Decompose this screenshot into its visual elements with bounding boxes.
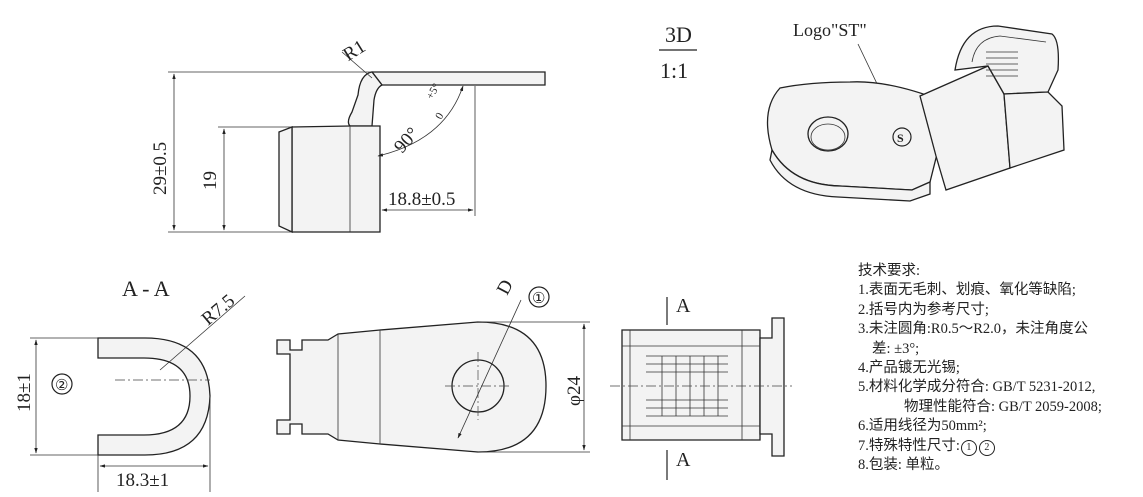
dim-19-label: 19 [200,171,221,190]
diam-label: D [493,276,518,298]
end-view: A A [610,295,792,480]
logo-mark-text: S [897,131,904,145]
phi24-label: φ24 [564,376,585,406]
dim-18-3-label: 18.3±1 [116,470,169,491]
r7-5-leader [159,295,246,371]
note-4: 4.产品镀无光锡; [858,360,960,377]
circle-1 [528,286,550,308]
angle-tol-lower: 0 [433,110,446,121]
scale-bottom: 1:1 [660,58,688,83]
dim-18-label: 18±1 [14,373,35,412]
dim-29-label: 29±0.5 [150,142,171,195]
note-5a: 5.材料化学成分符合: GB/T 5231-2012, [858,379,1096,396]
section-aa-view: A - A R7.5 18±1 ② 18.3±1 [14,276,246,492]
r1-leader [341,51,373,79]
note-3a: 3.未注圆角:R0.5～R2.0，未注角度公 [858,321,1088,338]
circle-2 [51,373,73,395]
section-label: A - A [122,276,170,301]
logo-mark [892,127,912,147]
scale-top: 3D [665,22,692,47]
circle-2-label: ② [55,378,68,394]
ring-hole [807,116,849,152]
scale-label: 3D 1:1 [659,22,697,83]
logo-label: Logo"ST" [793,20,867,40]
note-2: 2.括号内为参考尺寸; [858,301,989,318]
iso-view: Logo"ST" S [766,20,1065,202]
d-dim-line [457,299,522,439]
notes-title: 技术要求: [858,263,921,279]
note-5b: 物理性能符合: GB/T 2059-2008; [904,398,1102,415]
top-view: D ① φ24 [276,276,590,453]
section-mark-top: A [676,295,691,317]
note-7-text: 7.特殊特性尺寸: [858,437,960,454]
technical-notes: 技术要求: 1.表面无毛刺、划痕、氧化等缺陷; 2.括号内为参考尺寸; 3.未注… [858,262,1138,475]
r1-label: R1 [340,36,370,66]
section-mark-bottom: A [676,449,691,471]
r7-5-label: R7.5 [198,290,239,330]
angle-label: 90° [390,124,423,158]
note-8: 8.包装: 单粒。 [858,457,950,474]
note-7-circle-2: 2 [978,439,995,456]
side-view: R1 29±0.5 19 90° +5° 0 18.8±0.5 [150,36,546,234]
note-6: 6.适用线径为50mm²; [858,418,987,435]
dim-18-8-label: 18.8±0.5 [388,189,455,210]
circle-1-label: ① [532,291,545,307]
angle-arc [377,85,464,157]
note-7-circle-1: 1 [960,439,977,456]
note-1: 1.表面无毛刺、划痕、氧化等缺陷; [858,282,1076,299]
note-3b: 差: ±3°; [872,340,920,357]
